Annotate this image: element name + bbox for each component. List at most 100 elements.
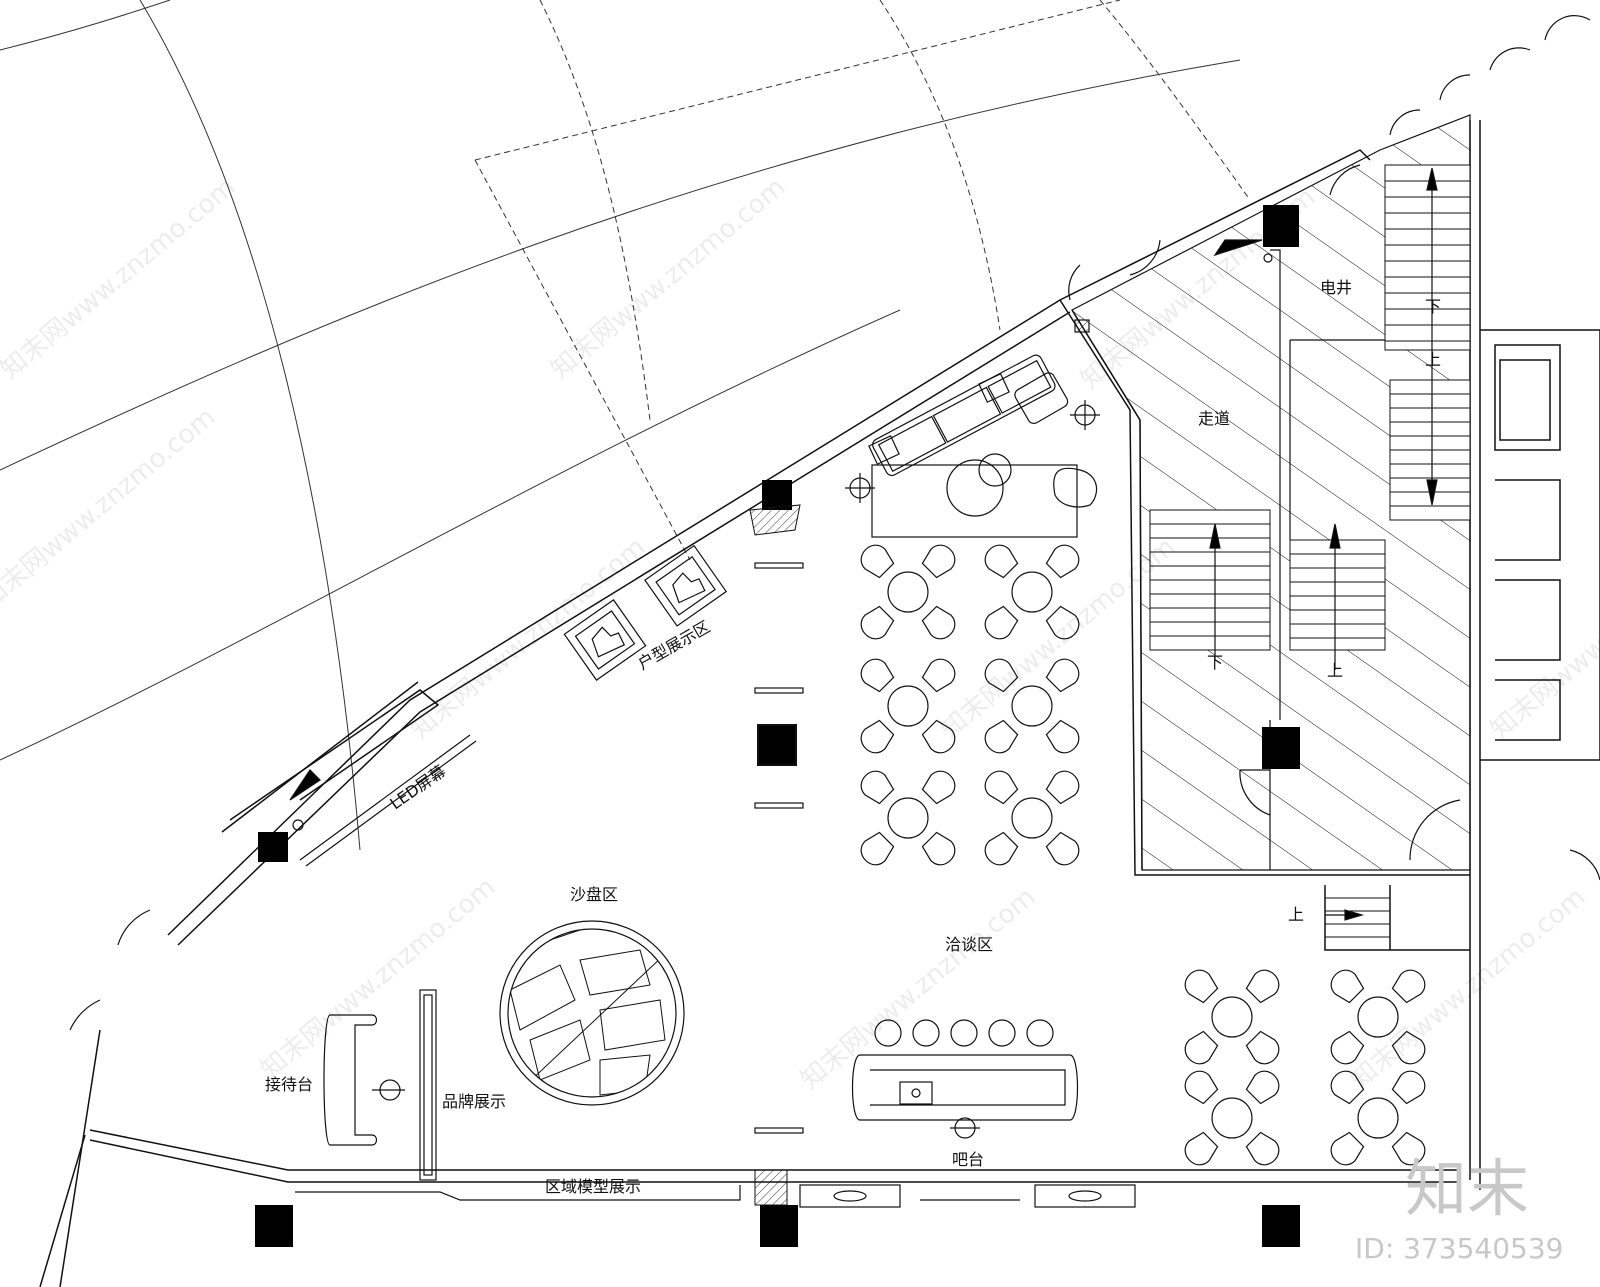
round-table [1011,797,1053,839]
label-negotiation: 洽谈区 [945,935,993,954]
watermark-text: 知末网www.znzmo.com [545,172,791,385]
label-reception: 接待台 [265,1075,313,1094]
label-corridor: 走道 [1198,409,1230,428]
column-hatch [749,504,801,1206]
chair [860,719,895,754]
chair [1045,719,1080,754]
chair [984,831,1019,866]
chair [1245,1030,1280,1065]
chair [860,831,895,866]
label-sand-table: 沙盘区 [570,885,618,904]
watermark-id: ID: 373540539 [1355,1232,1563,1265]
table-set [1184,1070,1280,1166]
chair [1045,658,1080,693]
outdoor-lines [0,0,1251,851]
chair [860,605,895,640]
table-set [860,770,956,866]
chair [1245,1070,1280,1105]
chair [1330,1131,1365,1166]
regional-model-display [295,1184,1136,1208]
chair [921,719,956,754]
brand-display-wall [419,989,437,1181]
label-stair-down-2: 下 [1207,653,1223,672]
doors [69,15,1600,1031]
chair [921,544,956,579]
round-table [1357,1097,1399,1139]
table-set [860,544,956,640]
table-set [1330,1070,1426,1166]
chair [1045,770,1080,805]
chair [860,658,895,693]
chair [1184,969,1219,1004]
chair [984,605,1019,640]
label-stair-down-1: 下 [1425,297,1441,316]
chair [1184,1070,1219,1105]
label-led-screen: LED屏幕 [386,761,449,813]
watermark-text: 知末网www.znzmo.com [405,532,651,745]
chair [1245,1131,1280,1166]
label-stair-up-2: 上 [1327,661,1343,680]
chair [1391,1131,1426,1166]
stair-arrows [1209,167,1438,921]
table-set [860,658,956,754]
chair [1045,831,1080,866]
label-bar: 吧台 [952,1150,984,1169]
round-table [1011,571,1053,613]
label-brand-display: 品牌展示 [442,1092,506,1111]
chair [1391,1030,1426,1065]
watermark-text: 知末网www.znzmo.com [1345,882,1591,1095]
led-screen [289,734,477,867]
watermark-text: 知末网www.znzmo.com [0,172,241,385]
chair [1184,1030,1219,1065]
chair [984,544,1019,579]
label-stair-up-1: 上 [1425,350,1441,369]
sand-table [499,920,685,1106]
watermark-text: 知末网www.znzmo.com [0,402,221,615]
watermark-text: 知末网www.znzmo.com [795,882,1041,1095]
chair [1330,1030,1365,1065]
watermark-brand: 知末 [1405,1152,1529,1225]
label-stair-up-3: 上 [1288,905,1304,924]
chair [984,719,1019,754]
lounge-area [845,354,1100,538]
corridor-hatch-zone [1071,114,1471,871]
bar-counter [851,1019,1079,1139]
reception-desk [323,1014,405,1146]
chair [1045,605,1080,640]
chair [1330,1070,1365,1105]
chair [921,770,956,805]
negotiation-table-sets [860,544,1426,1166]
watermark-text: 知末网www.znzmo.com [255,872,501,1085]
round-table [1011,685,1053,727]
structural-columns [255,205,1300,1247]
label-electrical-shaft: 电井 [1320,278,1352,297]
chair [984,658,1019,693]
chair [860,770,895,805]
chair [1184,1131,1219,1166]
chair [1245,969,1280,1004]
space-dividers [754,562,804,1134]
table-set [984,544,1080,640]
chair [921,605,956,640]
watermark-text: 知末网www.znzmo.com [1485,532,1600,745]
chair [984,770,1019,805]
table-set [1330,969,1426,1065]
unit-display-tables [563,544,728,681]
label-regional-model: 区域模型展示 [545,1177,641,1196]
round-table [887,797,929,839]
round-table [1211,996,1253,1038]
chair [1391,969,1426,1004]
chair [921,658,956,693]
round-table [887,571,929,613]
chair [1045,544,1080,579]
chair [860,544,895,579]
round-table [887,685,929,727]
round-table [1211,1097,1253,1139]
table-set [1184,969,1280,1065]
round-table [1357,996,1399,1038]
label-unit-display: 户型展示区 [635,617,714,673]
shaft-details [1074,239,1273,333]
chair [921,831,956,866]
chair [1391,1070,1426,1105]
